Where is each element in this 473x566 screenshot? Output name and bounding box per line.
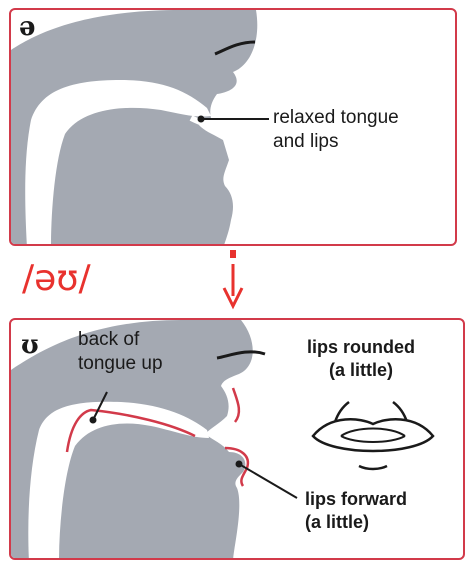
upsilon-head-cross-section — [11, 320, 435, 558]
eyebrow — [214, 40, 256, 56]
lips-forward-label: lips forward (a little) — [305, 489, 408, 532]
upsilon-panel: ʊ back of tongue up lips rounded (a litt… — [9, 318, 465, 560]
eyebrow — [216, 350, 266, 360]
vocal-tract — [28, 401, 209, 558]
tongue-outline — [65, 408, 196, 453]
head-silhouette — [11, 320, 253, 558]
back-of-tongue-label: back of tongue up — [78, 329, 163, 374]
pointer-line — [238, 463, 298, 499]
lips-rounded-label: lips rounded (a little) — [307, 337, 415, 380]
upper-lip-outline — [231, 387, 241, 423]
schwa-symbol: ə — [19, 12, 36, 42]
vocal-tract — [25, 80, 211, 244]
rounded-lips-icon — [311, 401, 435, 471]
diphthong-symbol: /əʊ/ — [22, 258, 91, 299]
schwa-head-cross-section — [11, 10, 269, 244]
relaxed-tongue-label: relaxed tongue and lips — [273, 107, 399, 152]
upsilon-symbol: ʊ — [21, 330, 39, 360]
pointer-line — [92, 391, 108, 421]
schwa-panel: ə relaxed tongue and lips — [9, 8, 457, 246]
head-silhouette — [11, 10, 258, 244]
down-arrow-icon — [222, 250, 244, 310]
